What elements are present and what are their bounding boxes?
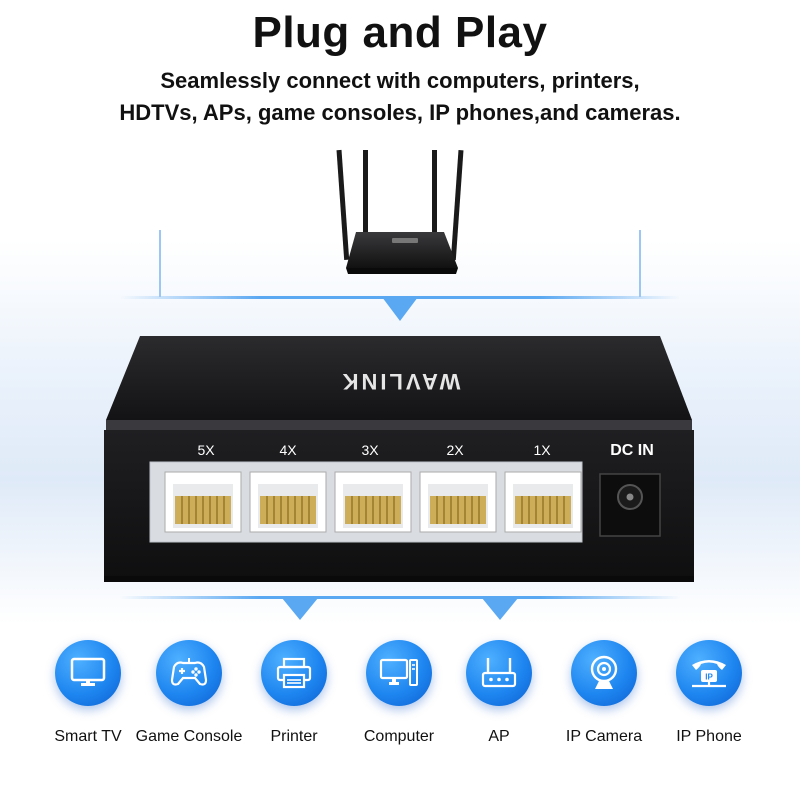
access-point-icon — [466, 640, 532, 706]
svg-text:IP: IP — [705, 673, 713, 682]
device-label-printer: Printer — [270, 728, 318, 745]
device-smart-tv: Smart TV — [23, 640, 153, 746]
device-ip-camera: IP Camera — [539, 640, 669, 746]
device-label-game-console: Game Console — [135, 728, 243, 745]
subtitle-line-1: Seamlessly connect with computers, print… — [160, 68, 640, 93]
brand-logo: WAVLINK — [340, 369, 461, 394]
ethernet-port-4x — [249, 471, 327, 533]
dc-in-jack — [599, 473, 661, 537]
device-label-ap: AP — [488, 728, 510, 745]
connector-bottom — [120, 596, 680, 620]
page-title: Plug and Play — [252, 8, 548, 57]
dc-in-label: DC IN — [610, 442, 654, 459]
printer-icon — [261, 640, 327, 706]
gold-pins — [181, 496, 565, 524]
port-label-5x: 5X — [197, 442, 215, 458]
device-label-ip-camera: IP Camera — [565, 728, 643, 745]
port-label-4x: 4X — [279, 442, 297, 458]
device-ip-phone: IP IP Phone — [644, 640, 774, 746]
device-computer: Computer — [334, 640, 464, 746]
device-game-console: Game Console — [124, 640, 254, 746]
ip-phone-icon: IP — [676, 640, 742, 706]
port-label-1x: 1X — [533, 442, 551, 458]
port-label-2x: 2X — [446, 442, 464, 458]
gamepad-icon — [156, 640, 222, 706]
device-ap: AP — [434, 640, 564, 746]
subtitle-line-2: HDTVs, APs, game consoles, IP phones,and… — [119, 100, 681, 125]
device-label-computer: Computer — [363, 728, 435, 745]
device-label-smart-tv: Smart TV — [54, 728, 122, 745]
router-image — [336, 149, 464, 274]
switch-image: 5X 4X 3X 2X 1X DC IN WAVLINK — [104, 336, 694, 582]
tv-icon — [55, 640, 121, 706]
device-printer: Printer — [229, 640, 359, 746]
device-label-ip-phone: IP Phone — [676, 728, 742, 745]
computer-icon — [366, 640, 432, 706]
port-label-3x: 3X — [361, 442, 379, 458]
webcam-icon — [571, 640, 637, 706]
product-illustration: 5X 4X 3X 2X 1X DC IN WAVLINK — [104, 149, 694, 620]
device-icon-row: Smart TV Game Console — [0, 640, 800, 770]
connector-top — [120, 230, 680, 321]
